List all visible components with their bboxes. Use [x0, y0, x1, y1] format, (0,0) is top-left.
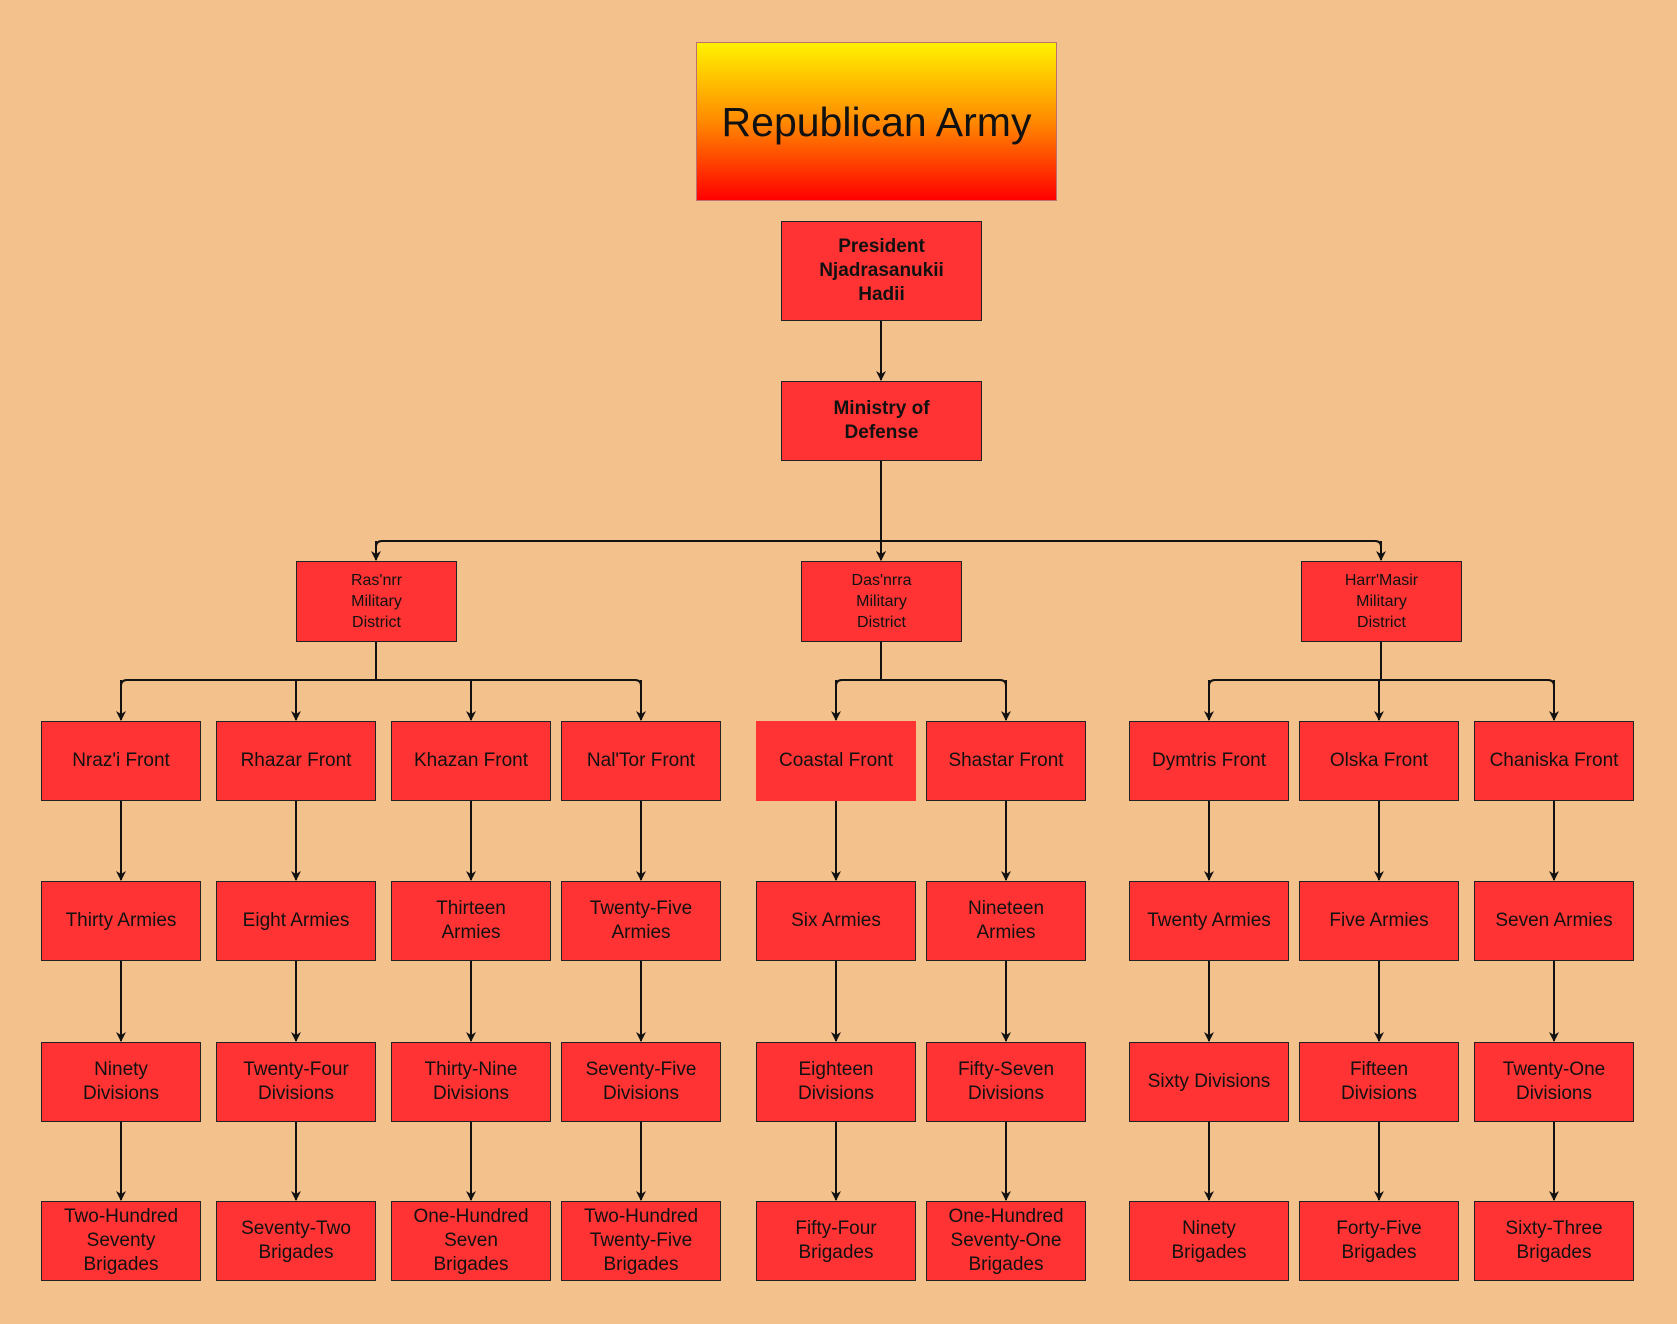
connector — [375, 540, 1382, 560]
front-node: Nal'Tor Front — [561, 721, 721, 801]
brigades-node-label: Seventy-Two Brigades — [241, 1218, 351, 1263]
armies-node: Seven Armies — [1474, 881, 1634, 961]
front-node-label: Dymtris Front — [1152, 750, 1266, 771]
district-node: Harr'Masir Military District — [1301, 561, 1462, 642]
armies-node: Nineteen Armies — [926, 881, 1086, 961]
district-node-label: Ras'nrr Military District — [350, 572, 403, 631]
brigades-node: Two-Hundred Twenty-Five Brigades — [561, 1201, 721, 1281]
front-node-label: Chaniska Front — [1489, 750, 1619, 771]
brigades-node-label: Two-Hundred Seventy Brigades — [63, 1206, 179, 1275]
front-node-label: Nal'Tor Front — [586, 750, 696, 771]
president-label: President Njadrasanukii Hadii — [819, 236, 944, 305]
divisions-node-label: Fifty-Seven Divisions — [957, 1059, 1055, 1104]
brigades-node: Ninety Brigades — [1129, 1201, 1289, 1281]
divisions-node-label: Seventy-Five Divisions — [585, 1059, 697, 1104]
district-node-label: Das'nrra Military District — [851, 572, 912, 631]
armies-node: Thirty Armies — [41, 881, 201, 961]
divisions-node-label: Eighteen Divisions — [797, 1059, 875, 1104]
brigades-node: One-Hundred Seven Brigades — [391, 1201, 551, 1281]
front-node: Khazan Front — [391, 721, 551, 801]
front-node-label: Olska Front — [1329, 750, 1429, 771]
front-node-label: Khazan Front — [413, 750, 529, 771]
divisions-node-label: Twenty-Four Divisions — [243, 1059, 349, 1104]
district-node-label: Harr'Masir Military District — [1344, 572, 1419, 631]
brigades-node: Seventy-Two Brigades — [216, 1201, 376, 1281]
divisions-node-label: Thirty-Nine Divisions — [424, 1059, 518, 1104]
front-node-label: Rhazar Front — [240, 750, 352, 771]
front-node-label: Nraz'i Front — [72, 750, 170, 771]
armies-node-label: Twenty Armies — [1147, 910, 1271, 931]
divisions-node-label: Sixty Divisions — [1147, 1071, 1271, 1092]
ministry-label: Ministry of Defense — [833, 398, 930, 443]
armies-node-label: Twenty-Five Armies — [589, 898, 693, 943]
brigades-node-label: Fifty-Four Brigades — [795, 1218, 877, 1263]
divisions-node: Twenty-One Divisions — [1474, 1042, 1634, 1122]
front-node: Nraz'i Front — [41, 721, 201, 801]
divisions-node: Sixty Divisions — [1129, 1042, 1289, 1122]
divisions-node: Seventy-Five Divisions — [561, 1042, 721, 1122]
armies-node-label: Nineteen Armies — [967, 898, 1045, 943]
connector — [835, 679, 1007, 720]
connector — [1208, 679, 1555, 720]
front-node: Chaniska Front — [1474, 721, 1634, 801]
brigades-node-label: Ninety Brigades — [1171, 1218, 1247, 1263]
brigades-node: Forty-Five Brigades — [1299, 1201, 1459, 1281]
divisions-node: Eighteen Divisions — [756, 1042, 916, 1122]
armies-node-label: Seven Armies — [1495, 910, 1613, 931]
divisions-node: Thirty-Nine Divisions — [391, 1042, 551, 1122]
district-node: Das'nrra Military District — [801, 561, 962, 642]
title-text: Republican Army — [721, 98, 1032, 145]
ministry-node: Ministry of Defense — [781, 381, 982, 461]
front-node: Dymtris Front — [1129, 721, 1289, 801]
divisions-node: Fifteen Divisions — [1299, 1042, 1459, 1122]
armies-node-label: Thirteen Armies — [436, 898, 506, 943]
armies-node-label: Six Armies — [791, 910, 881, 931]
brigades-node-label: Forty-Five Brigades — [1336, 1218, 1422, 1263]
brigades-node: Two-Hundred Seventy Brigades — [41, 1201, 201, 1281]
armies-node: Twenty Armies — [1129, 881, 1289, 961]
president-node: President Njadrasanukii Hadii — [781, 221, 982, 321]
connector — [120, 679, 642, 720]
front-node-label: Coastal Front — [778, 750, 894, 771]
divisions-node-label: Ninety Divisions — [82, 1059, 160, 1104]
brigades-node: Sixty-Three Brigades — [1474, 1201, 1634, 1281]
divisions-node: Fifty-Seven Divisions — [926, 1042, 1086, 1122]
armies-node: Six Armies — [756, 881, 916, 961]
brigades-node-label: One-Hundred Seventy-One Brigades — [948, 1206, 1064, 1275]
front-node: Shastar Front — [926, 721, 1086, 801]
armies-node: Twenty-Five Armies — [561, 881, 721, 961]
armies-node-label: Thirty Armies — [65, 910, 177, 931]
divisions-node: Twenty-Four Divisions — [216, 1042, 376, 1122]
district-node: Ras'nrr Military District — [296, 561, 457, 642]
armies-node: Thirteen Armies — [391, 881, 551, 961]
divisions-node-label: Fifteen Divisions — [1340, 1059, 1418, 1104]
divisions-node: Ninety Divisions — [41, 1042, 201, 1122]
brigades-node-label: Two-Hundred Twenty-Five Brigades — [583, 1206, 699, 1275]
brigades-node: One-Hundred Seventy-One Brigades — [926, 1201, 1086, 1281]
front-node: Rhazar Front — [216, 721, 376, 801]
armies-node-label: Eight Armies — [242, 910, 350, 931]
armies-node: Five Armies — [1299, 881, 1459, 961]
brigades-node-label: Sixty-Three Brigades — [1505, 1218, 1603, 1263]
brigades-node-label: One-Hundred Seven Brigades — [413, 1206, 529, 1275]
divisions-node-label: Twenty-One Divisions — [1502, 1059, 1606, 1104]
chart-title: Republican Army — [696, 42, 1057, 201]
armies-node-label: Five Armies — [1329, 910, 1429, 931]
front-node: Coastal Front — [756, 721, 916, 801]
armies-node: Eight Armies — [216, 881, 376, 961]
front-node: Olska Front — [1299, 721, 1459, 801]
front-node-label: Shastar Front — [948, 750, 1064, 771]
brigades-node: Fifty-Four Brigades — [756, 1201, 916, 1281]
